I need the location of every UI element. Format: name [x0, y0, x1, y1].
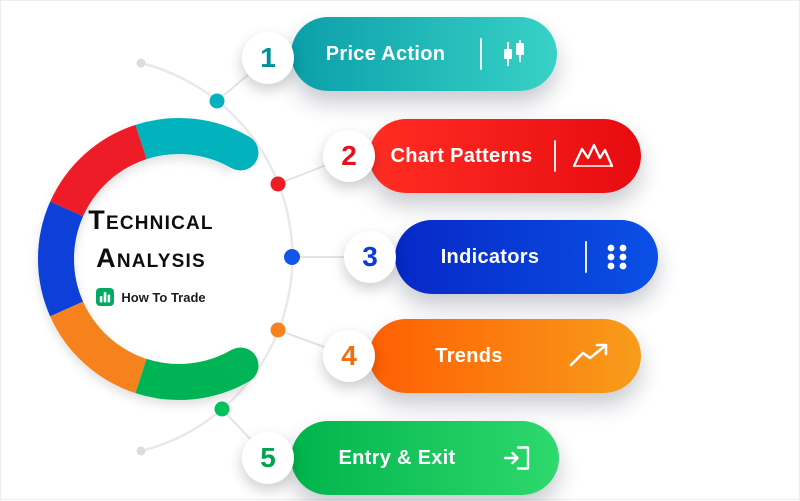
exit-arrow-icon	[503, 446, 530, 470]
connector-dot-4	[270, 322, 286, 338]
line-chart-icon	[573, 143, 613, 168]
step-pill-chart-patterns[interactable]: Chart Patterns	[369, 119, 641, 193]
connector-dots	[209, 93, 300, 417]
arc-tip-top	[222, 134, 259, 171]
title-1-initial: T	[88, 205, 106, 235]
pill-divider	[554, 140, 556, 172]
arc-segment-4	[50, 301, 148, 394]
title-2-initial: A	[96, 243, 117, 273]
brand-subtitle: How To Trade	[121, 289, 206, 305]
pill-label-chart-patterns: Chart Patterns	[390, 144, 533, 167]
connector-dot-5	[214, 401, 230, 417]
pill-icon-zone	[503, 445, 559, 471]
connector-dot-2	[270, 176, 286, 192]
arc-tip-bottom	[222, 347, 259, 384]
step-pill-entry-exit[interactable]: Entry & Exit	[291, 421, 559, 495]
title-2-rest: NALYSIS	[116, 251, 206, 272]
step-pill-trends[interactable]: Trends	[369, 319, 641, 393]
step-pill-indicators[interactable]: Indicators	[395, 220, 658, 294]
pill-divider	[585, 241, 587, 273]
arc-segment-2	[50, 124, 148, 217]
pill-icon-zone	[554, 140, 641, 172]
step-number-1: 1	[242, 32, 294, 84]
candlestick-chart-icon	[504, 40, 524, 66]
howtotrade-logo-icon	[96, 288, 115, 306]
dots-grid-icon	[607, 244, 627, 270]
brand-title-block: TECHNICAL ANALYSIS How To Trade	[83, 203, 219, 306]
pill-label-indicators: Indicators	[440, 245, 540, 268]
pill-label-trends: Trends	[435, 344, 503, 367]
curve-end-dot-top	[136, 58, 146, 68]
trending-up-icon	[569, 343, 608, 367]
step-number-5: 5	[242, 432, 294, 484]
step-number-2: 2	[323, 130, 375, 182]
pill-label-price-action: Price Action	[325, 42, 446, 65]
pill-divider	[480, 38, 482, 70]
pill-label-entry-exit: Entry & Exit	[338, 446, 456, 469]
connector-dot-3	[284, 249, 300, 265]
pill-icon-zone	[569, 343, 641, 369]
connector-dot-1	[209, 93, 225, 109]
title-1-rest: ECHNICAL	[105, 213, 214, 234]
arc-segment-3	[37, 201, 84, 317]
title-line-2: ANALYSIS	[83, 241, 219, 279]
pill-icon-zone	[585, 241, 658, 273]
step-number-4: 4	[323, 330, 375, 382]
donut-arc	[37, 118, 250, 400]
curve-end-dot-bottom	[136, 446, 146, 456]
title-line-1: TECHNICAL	[83, 203, 219, 241]
pill-icon-zone	[480, 38, 557, 70]
subtitle-row: How To Trade	[83, 288, 219, 306]
step-number-3: 3	[344, 231, 396, 283]
step-pill-price-action[interactable]: Price Action	[291, 17, 557, 91]
